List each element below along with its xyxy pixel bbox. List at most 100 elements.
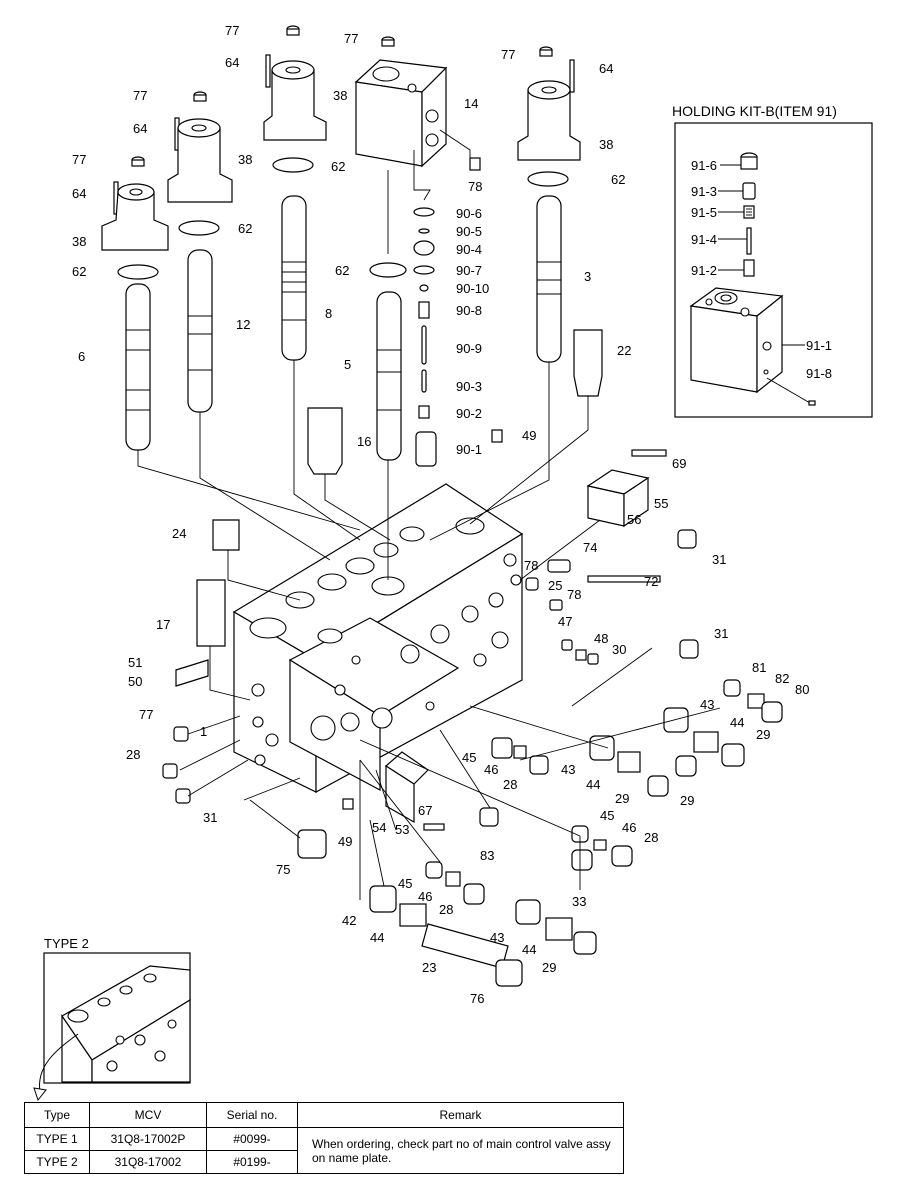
callout: 44 [370, 930, 384, 945]
callout: 38 [333, 88, 347, 103]
callout: 12 [236, 317, 250, 332]
holding-kit-title: HOLDING KIT-B(ITEM 91) [672, 103, 837, 119]
callout: 48 [594, 631, 608, 646]
callout: 6 [78, 349, 85, 364]
solenoid-group-mid-left [167, 91, 233, 413]
callout: 51 [128, 655, 142, 670]
callout: 78 [524, 558, 538, 573]
callout: 28 [644, 830, 658, 845]
part-91-4 [718, 227, 752, 255]
callout: 90-1 [456, 442, 482, 457]
solenoid-group-left [101, 156, 169, 451]
callout: 49 [338, 834, 352, 849]
table-row: TYPE 2 31Q8-17002 #0199- [24, 1150, 624, 1174]
callout: 43 [561, 762, 575, 777]
callout: 62 [72, 264, 86, 279]
callout: 45 [462, 750, 476, 765]
callout: 77 [72, 152, 86, 167]
callout: 90-7 [456, 263, 482, 278]
kit-label: 91-4 [691, 232, 717, 247]
solenoid-group-right [517, 46, 581, 363]
callout: 64 [225, 55, 239, 70]
callout: 67 [418, 803, 432, 818]
table-row: TYPE 1 31Q8-17002P #0099- When ordering,… [24, 1127, 624, 1174]
callout: 64 [133, 121, 147, 136]
type-table: Type MCV Serial no. Remark TYPE 1 31Q8-1… [24, 1102, 624, 1174]
holding-kit-panel: HOLDING KIT-B(ITEM 91) [672, 103, 873, 418]
callout: 43 [490, 930, 504, 945]
callout: 25 [548, 578, 562, 593]
callout: 77 [133, 88, 147, 103]
callout: 8 [325, 306, 332, 321]
callout: 17 [156, 617, 170, 632]
callout: 44 [522, 942, 536, 957]
callout: 90-3 [456, 379, 482, 394]
callout: 46 [418, 889, 432, 904]
callout: 43 [700, 697, 714, 712]
cell-type: TYPE 2 [24, 1150, 90, 1174]
callout: 72 [644, 574, 658, 589]
callout: 29 [680, 793, 694, 808]
callout: 22 [617, 343, 631, 358]
callout: 55 [654, 496, 668, 511]
callout: 77 [501, 47, 515, 62]
callout: 45 [398, 876, 412, 891]
callout: 38 [238, 152, 252, 167]
callout: 28 [126, 747, 140, 762]
header-type: Type [24, 1102, 90, 1128]
part-91-6 [720, 152, 758, 170]
cell-mcv: 31Q8-17002P [89, 1127, 207, 1151]
callout: 23 [422, 960, 436, 975]
callout: 46 [622, 820, 636, 835]
callout: 90-9 [456, 341, 482, 356]
callout: 83 [480, 848, 494, 863]
callout: 5 [344, 357, 351, 372]
callout: 78 [567, 587, 581, 602]
callout: 50 [128, 674, 142, 689]
callout: 31 [714, 626, 728, 641]
spool-5 [376, 291, 402, 461]
kit-label: 91-2 [691, 263, 717, 278]
callout: 76 [470, 991, 484, 1006]
right-parts [369, 529, 783, 987]
callout: 77 [344, 31, 358, 46]
callout: 90-6 [456, 206, 482, 221]
callout: 90-10 [456, 281, 489, 296]
callout: 90-4 [456, 242, 482, 257]
table-header-row: Type MCV Serial no. Remark [24, 1102, 624, 1128]
callout: 49 [522, 428, 536, 443]
callout: 64 [599, 61, 613, 76]
callout: 3 [584, 269, 591, 284]
header-remark: Remark [297, 1102, 624, 1128]
part-91-5 [718, 205, 755, 219]
callout: 1 [200, 724, 207, 739]
callout: 45 [600, 808, 614, 823]
callout: 29 [615, 791, 629, 806]
solenoid-group-center [263, 25, 327, 361]
callout: 42 [342, 913, 356, 928]
callout: 74 [583, 540, 597, 555]
callout: 64 [72, 186, 86, 201]
callout: 56 [627, 512, 641, 527]
callout: 44 [730, 715, 744, 730]
inset-title: TYPE 2 [44, 936, 89, 951]
leader-lines [137, 129, 721, 900]
callout: 46 [484, 762, 498, 777]
callout: 62 [611, 172, 625, 187]
callout: 31 [712, 552, 726, 567]
cell-serial: #0199- [206, 1150, 298, 1174]
type2-inset: TYPE 2 [33, 936, 191, 1102]
callout: 53 [395, 822, 409, 837]
cell-serial: #0099- [206, 1127, 298, 1151]
callout: 69 [672, 456, 686, 471]
callout: 30 [612, 642, 626, 657]
callout: 29 [542, 960, 556, 975]
callout: 14 [464, 96, 478, 111]
callout: 38 [599, 137, 613, 152]
kit-label: 91-6 [691, 158, 717, 173]
relief-valves [196, 329, 603, 647]
cell-type: TYPE 1 [24, 1127, 90, 1151]
callout: 78 [468, 179, 482, 194]
callout-labels: 77 64 38 62 77 64 38 62 77 64 38 62 77 1… [72, 23, 809, 1006]
callout: 82 [775, 671, 789, 686]
